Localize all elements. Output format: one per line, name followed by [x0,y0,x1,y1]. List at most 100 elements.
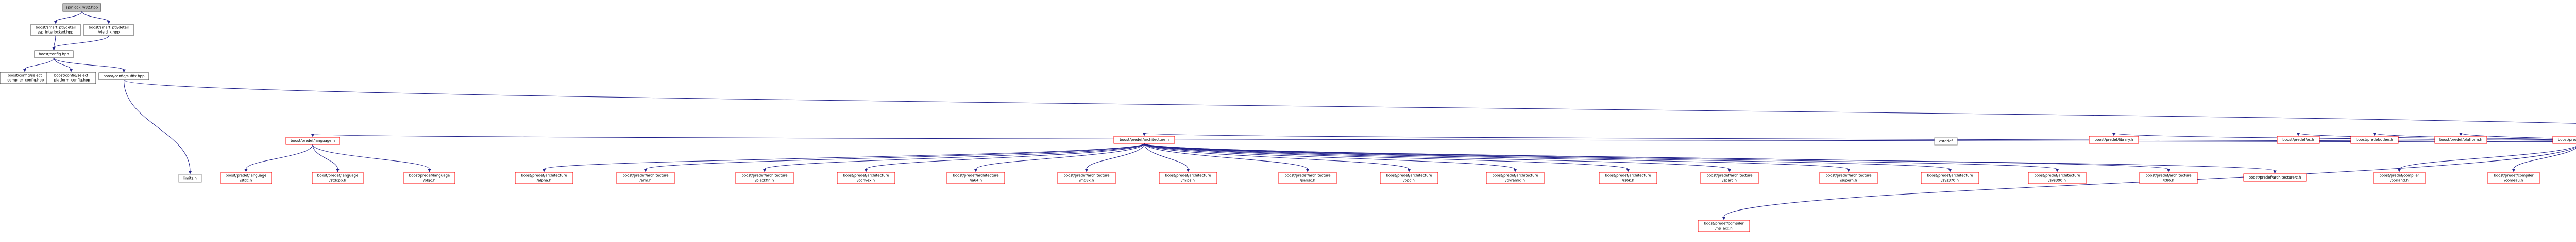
graph-node-predef_comp_comeau[interactable]: boost/predef/compiler/comeau.h [2487,172,2540,184]
graph-node-predef_arch_mips[interactable]: boost/predef/architecture/mips.h [1159,172,1217,184]
graph-node-predef_os[interactable]: boost/predef/os.h [2277,136,2320,144]
node-rect[interactable] [178,174,202,183]
node-rect[interactable] [837,172,895,184]
node-rect[interactable] [1921,172,1979,184]
graph-node-select_platform[interactable]: boost/config/select_platform_config.hpp [46,72,96,84]
graph-node-select_compiler[interactable]: boost/config/select_compiler_config.hpp [0,72,50,84]
node-label: /superh.h [1840,179,1857,183]
graph-node-predef_arch_sys390[interactable]: boost/predef/architecture/sys390.h [2028,172,2087,184]
node-rect[interactable] [735,172,794,184]
node-rect[interactable] [46,72,96,84]
graph-node-predef_other[interactable]: boost/predef/other.h [2350,136,2399,144]
graph-node-predef_language_stdcpp[interactable]: boost/predef/language/stdcpp.h [312,172,364,184]
node-label: boost/predef/architecture [1284,174,1330,178]
node-rect[interactable] [2350,136,2399,144]
graph-node-predef_arch[interactable]: boost/predef/architecture.h [1113,136,1175,144]
node-rect[interactable] [2028,172,2087,184]
node-rect[interactable] [220,172,272,184]
node-rect[interactable] [1159,172,1217,184]
graph-node-suffix[interactable]: boost/config/suffix.hpp [98,72,149,80]
node-label: /stdcpp.h [329,179,346,183]
node-rect[interactable] [2487,172,2540,184]
graph-node-root[interactable]: spinlock_w32.hpp [62,3,101,12]
graph-node-predef_arch_arm[interactable]: boost/predef/architecture/arm.h [616,172,675,184]
node-label: /parisc.h [1300,179,1315,183]
node-rect[interactable] [2139,172,2198,184]
node-rect[interactable] [946,172,1005,184]
graph-edge [2397,146,2576,172]
node-label: boost/config/select [54,74,89,78]
node-rect[interactable] [1700,172,1759,184]
node-label: /pyramid.h [1505,179,1525,183]
node-rect[interactable] [2089,136,2139,144]
graph-node-predef_arch_x86[interactable]: boost/predef/architecture/x86.h [2139,172,2198,184]
node-rect[interactable] [98,72,149,80]
graph-edge [54,57,73,72]
graph-node-predef_platform[interactable]: boost/predef/platform.h [2434,136,2487,144]
node-rect[interactable] [1486,172,1545,184]
graph-node-predef_compiler[interactable]: boost/predef/compiler.h [2552,136,2576,144]
node-rect[interactable] [2434,136,2487,144]
node-rect[interactable] [1113,136,1175,144]
node-label: boost/predef/library.h [2095,138,2133,142]
graph-node-predef_arch_z[interactable]: boost/predef/architecture/z.h [2243,173,2307,182]
graph-node-predef_language_objc[interactable]: boost/predef/language/objc.h [403,172,455,184]
node-label: _platform_config.hpp [52,78,90,83]
graph-node-predef_lib[interactable]: boost/predef/library.h [2089,136,2139,144]
graph-node-cstddef[interactable]: cstddef [1934,137,1958,146]
node-rect[interactable] [62,3,101,12]
graph-edge [2459,133,2576,139]
graph-node-predef_arch_rs6k[interactable]: boost/predef/architecture/rs6k.h [1599,172,1657,184]
node-rect[interactable] [83,24,134,36]
graph-node-predef_arch_m68k[interactable]: boost/predef/architecture/m68k.h [1057,172,1116,184]
graph-node-predef_comp_hp_acc[interactable]: boost/predef/compiler/hp_acc.h [1698,220,1750,232]
graph-node-predef_arch_alpha[interactable]: boost/predef/architecture/alpha.h [515,172,573,184]
graph-edge [52,35,109,51]
node-label: /comeau.h [2504,179,2523,183]
graph-node-predef_comp_borland[interactable]: boost/predef/compiler/borland.h [2373,172,2426,184]
graph-node-predef_arch_sys370[interactable]: boost/predef/architecture/sys370.h [1921,172,1979,184]
graph-node-limits[interactable]: limits.h [178,174,202,183]
node-rect[interactable] [403,172,455,184]
graph-node-predef_arch_convex[interactable]: boost/predef/architecture/convex.h [837,172,895,184]
graph-node-predef_lang[interactable]: boost/predef/language.h [285,137,340,145]
node-rect[interactable] [2243,173,2307,182]
node-rect[interactable] [1278,172,1337,184]
graph-edge [23,57,54,72]
node-rect[interactable] [616,172,675,184]
graph-node-predef_arch_blackfin[interactable]: boost/predef/architecture/blackfin.h [735,172,794,184]
node-rect[interactable] [2552,136,2576,144]
node-rect[interactable] [1599,172,1657,184]
graph-node-predef_language_stdc[interactable]: boost/predef/language/stdc.h [220,172,272,184]
node-rect[interactable] [30,24,81,36]
node-label: /sp_interlocked.hpp [38,30,74,35]
graph-node-predef_arch_sparc[interactable]: boost/predef/architecture/sparc.h [1700,172,1759,184]
graph-node-predef_arch_ppc[interactable]: boost/predef/architecture/ppc.h [1380,172,1438,184]
node-rect[interactable] [312,172,364,184]
node-label: boost/predef/architecture [2034,174,2080,178]
graph-node-sp_interlocked[interactable]: boost/smart_ptr/detail/sp_interlocked.hp… [30,24,81,36]
graph-node-predef_arch_ia64[interactable]: boost/predef/architecture/ia64.h [946,172,1005,184]
node-rect[interactable] [1698,220,1750,232]
node-rect[interactable] [515,172,573,184]
node-rect[interactable] [1057,172,1116,184]
node-rect[interactable] [1819,172,1878,184]
node-rect[interactable] [2277,136,2320,144]
graph-node-yield_k[interactable]: boost/smart_ptr/detail/yield_k.hpp [83,24,134,36]
node-label: /rs6k.h [1622,179,1634,183]
graph-edge [1144,143,2277,174]
nodes-layer: spinlock_w32.hpp boost/smart_ptr/detail/s… [0,3,2576,232]
graph-node-predef_arch_parisc[interactable]: boost/predef/architecture/parisc.h [1278,172,1337,184]
node-label: boost/predef/architecture [953,174,998,178]
graph-node-predef_arch_pyramid[interactable]: boost/predef/architecture/pyramid.h [1486,172,1545,184]
node-rect[interactable] [1934,137,1958,146]
node-rect[interactable] [285,137,340,145]
graph-node-config[interactable]: boost/config.hpp [34,50,74,58]
graph-edge [1144,143,1851,172]
graph-node-predef_arch_superh[interactable]: boost/predef/architecture/superh.h [1819,172,1878,184]
node-rect[interactable] [34,50,74,58]
node-rect[interactable] [1380,172,1438,184]
node-rect[interactable] [2373,172,2426,184]
node-label: boost/predef/architecture [2145,174,2191,178]
